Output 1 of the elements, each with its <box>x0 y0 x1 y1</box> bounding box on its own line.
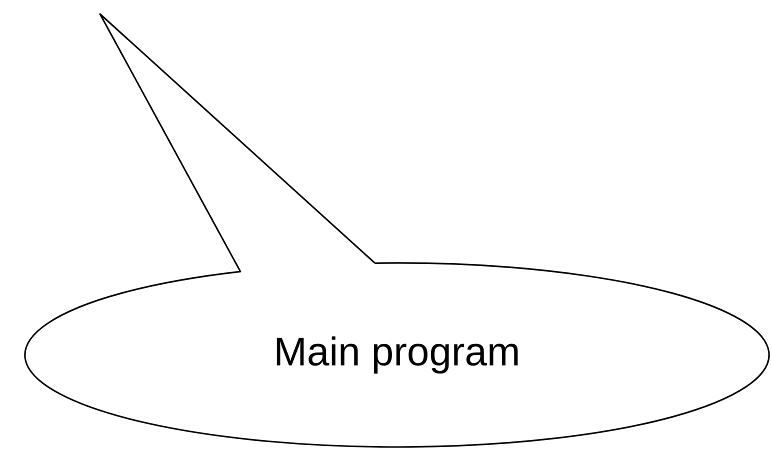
speech-bubble: Main program <box>24 13 770 448</box>
